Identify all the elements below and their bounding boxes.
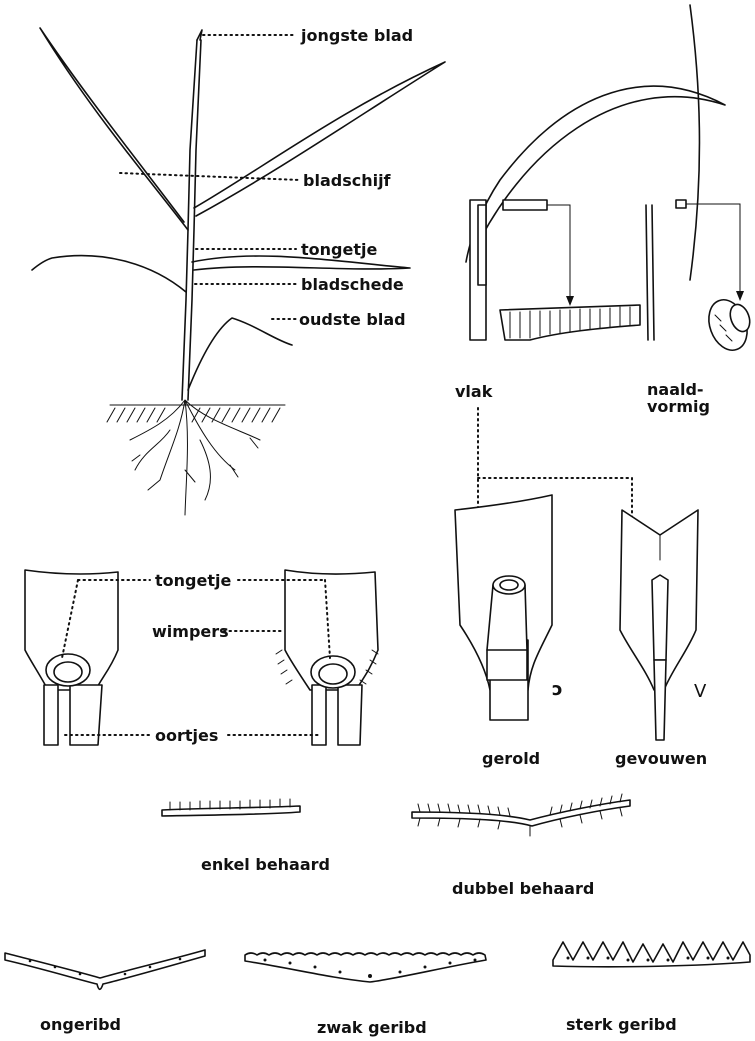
grass-plant-drawing bbox=[32, 28, 445, 515]
single-hairy-cross-section bbox=[162, 799, 300, 816]
label-cilia: wimpers bbox=[152, 622, 229, 641]
soil-hatching bbox=[107, 405, 285, 422]
weakly-ribbed-cross-section bbox=[245, 953, 486, 982]
double-hairy-cross-section bbox=[412, 794, 630, 836]
label-unribbed: ongeribd bbox=[40, 1015, 121, 1034]
label-youngest-leaf: jongste blad bbox=[300, 26, 413, 45]
needle-leaf-stem bbox=[646, 205, 654, 340]
label-needle-line2: vormig bbox=[647, 397, 710, 416]
label-double-hairy: dubbel behaard bbox=[452, 879, 594, 898]
rolled-leaf-drawing bbox=[455, 495, 552, 720]
label-flat: vlak bbox=[455, 382, 493, 401]
label-strongly-ribbed: sterk geribd bbox=[566, 1015, 677, 1034]
label-folded: gevouwen bbox=[615, 749, 707, 768]
folded-symbol: V bbox=[694, 681, 707, 702]
label-oldest-leaf: oudste blad bbox=[299, 310, 406, 329]
strongly-ribbed-cross-section bbox=[553, 942, 750, 967]
flat-leaf-cross-section bbox=[500, 305, 640, 340]
label-single-hairy: enkel behaard bbox=[201, 855, 330, 874]
unribbed-cross-section bbox=[5, 950, 205, 989]
label-rolled: gerold bbox=[482, 749, 540, 768]
label-auricles: oortjes bbox=[155, 726, 218, 745]
folded-leaf-drawing bbox=[620, 510, 698, 740]
label-sheath: bladschede bbox=[301, 275, 404, 294]
youngest-leaf bbox=[197, 30, 202, 40]
lower-left-leaf bbox=[32, 256, 186, 292]
label-ligule-plant: tongetje bbox=[301, 240, 377, 259]
oldest-leaf bbox=[188, 318, 292, 390]
label-ligule-detail: tongetje bbox=[155, 571, 231, 590]
needle-leaf-cross-section bbox=[702, 294, 754, 355]
label-blade: bladschijf bbox=[303, 171, 392, 190]
left-blade bbox=[40, 28, 188, 230]
leaf-shapes-drawing bbox=[466, 5, 754, 356]
rolled-symbol: ɔ bbox=[552, 679, 563, 700]
label-weakly-ribbed: zwak geribd bbox=[317, 1018, 427, 1037]
ligule-left-drawing bbox=[25, 570, 118, 745]
right-blade bbox=[194, 62, 445, 216]
